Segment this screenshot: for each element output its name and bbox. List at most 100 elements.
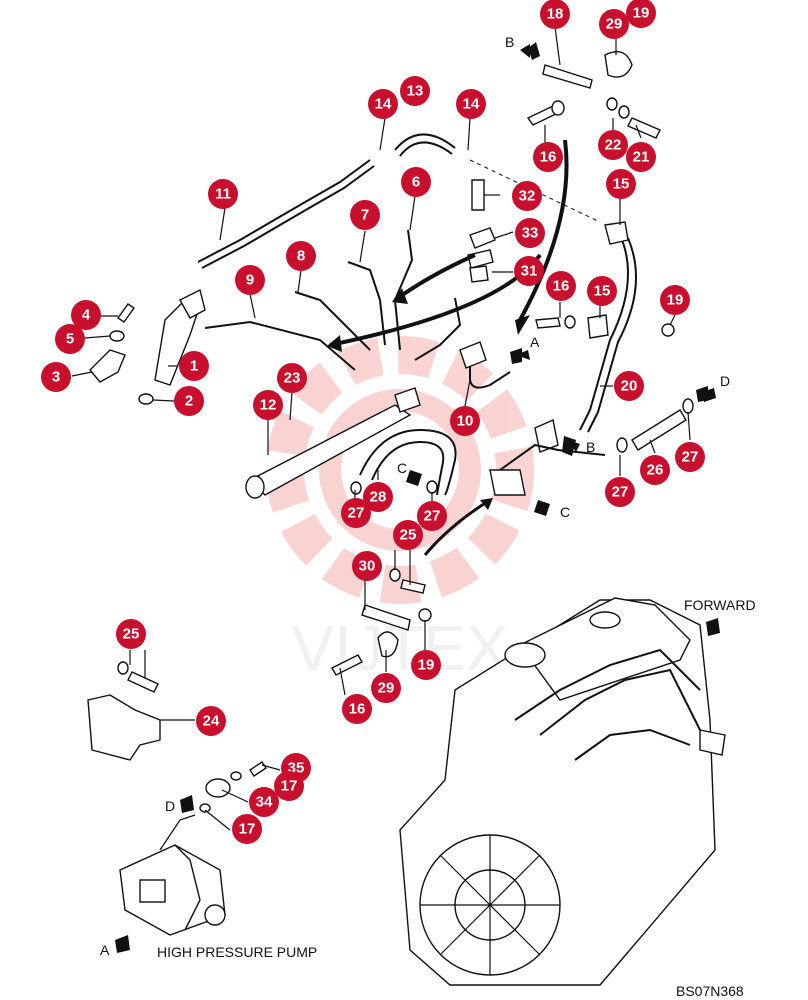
callout-circle	[116, 619, 146, 649]
callout-c18: 18	[540, 0, 570, 29]
callout-circle	[352, 551, 382, 581]
callout-circle	[512, 181, 542, 211]
callout-c27d: 27	[417, 501, 447, 531]
callout-number: 23	[284, 370, 301, 387]
callout-circle	[626, 142, 656, 172]
callout-number: 14	[375, 96, 392, 113]
callout-c27c: 27	[341, 498, 371, 528]
callout-number: 17	[239, 821, 256, 838]
arrow-label-a-pump: A	[100, 942, 110, 958]
arrow-label-c-left: C	[397, 460, 407, 476]
callout-c29a: 29	[599, 9, 629, 39]
callout-c19b: 19	[660, 285, 690, 315]
callout-c26: 26	[640, 455, 670, 485]
forward-label: FORWARD	[684, 597, 756, 613]
callout-circle	[411, 650, 441, 680]
callout-number: 6	[412, 174, 420, 191]
callout-circle	[614, 371, 644, 401]
injection-lines-assembly	[89, 51, 694, 676]
callout-circle	[640, 455, 670, 485]
callout-number: 11	[215, 186, 231, 203]
callout-number: 29	[606, 16, 623, 33]
callout-number: 15	[613, 176, 630, 193]
callout-c25b: 25	[116, 619, 146, 649]
arrow-label-c-right: C	[560, 504, 570, 520]
callout-number: 30	[359, 558, 376, 575]
callout-circle	[546, 271, 576, 301]
engine-block	[399, 597, 726, 986]
callout-number: 28	[370, 489, 387, 506]
callout-circle	[232, 814, 262, 844]
direction-markers	[115, 42, 720, 953]
callout-circle	[55, 324, 85, 354]
callout-c23: 23	[277, 363, 307, 393]
drawing-code: BS07N368	[676, 983, 744, 999]
callout-number: 7	[361, 207, 369, 224]
callout-circle	[514, 256, 544, 286]
callout-c20: 20	[614, 371, 644, 401]
callout-number: 26	[647, 462, 664, 479]
callout-circle	[363, 482, 393, 512]
callout-circle	[253, 390, 283, 420]
callout-number: 19	[418, 657, 435, 674]
callout-c19a: 19	[626, 0, 656, 28]
callout-circle	[515, 218, 545, 248]
callout-circle	[71, 300, 101, 330]
callout-c6: 6	[401, 167, 431, 197]
callout-c15b: 15	[587, 276, 617, 306]
callout-c5: 5	[55, 324, 85, 354]
callout-number: 16	[349, 701, 366, 718]
callout-circle	[606, 169, 636, 199]
callout-circle	[341, 498, 371, 528]
arrow-label-b-top: B	[505, 34, 514, 50]
callout-c17b: 17	[232, 814, 262, 844]
callout-c4: 4	[71, 300, 101, 330]
callout-number: 34	[256, 794, 273, 811]
callout-circle	[277, 363, 307, 393]
callout-circle	[174, 386, 204, 416]
callout-c14a: 14	[368, 89, 398, 119]
callout-circle	[368, 89, 398, 119]
callout-circle	[540, 0, 570, 29]
callout-number: 1	[190, 358, 198, 375]
callout-number: 24	[203, 713, 220, 730]
callout-number: 20	[621, 378, 638, 395]
callout-circle	[450, 406, 480, 436]
callout-c27a: 27	[675, 442, 705, 472]
callout-number: 13	[407, 83, 424, 100]
callout-number: 32	[519, 188, 536, 205]
callout-c24: 24	[196, 706, 226, 736]
callout-number: 27	[424, 508, 441, 525]
callout-number: 29	[378, 680, 395, 697]
callout-number: 27	[612, 484, 629, 501]
callout-number: 17	[281, 778, 298, 795]
callout-number: 18	[547, 6, 564, 23]
callout-circle	[249, 787, 279, 817]
callout-number: 22	[605, 137, 622, 154]
callout-circle	[342, 694, 372, 724]
callout-circle	[274, 771, 304, 801]
callout-number: 3	[52, 369, 60, 386]
callout-c10: 10	[450, 406, 480, 436]
callout-circle	[456, 89, 486, 119]
callout-circle	[179, 351, 209, 381]
callout-c3: 3	[41, 362, 71, 392]
callout-number: 15	[594, 283, 611, 300]
callout-c33: 33	[515, 218, 545, 248]
callout-circle	[660, 285, 690, 315]
callout-c30: 30	[352, 551, 382, 581]
callout-circle	[235, 265, 265, 295]
callout-circle	[599, 9, 629, 39]
callout-circle	[533, 142, 563, 172]
callout-c11: 11	[208, 179, 238, 209]
callout-c1: 1	[179, 351, 209, 381]
callout-c29b: 29	[371, 673, 401, 703]
callout-number: 25	[123, 626, 140, 643]
callout-c7: 7	[350, 200, 380, 230]
callout-c9: 9	[235, 265, 265, 295]
callout-circle	[208, 179, 238, 209]
callout-number: 31	[521, 263, 538, 280]
callout-number: 2	[185, 393, 193, 410]
